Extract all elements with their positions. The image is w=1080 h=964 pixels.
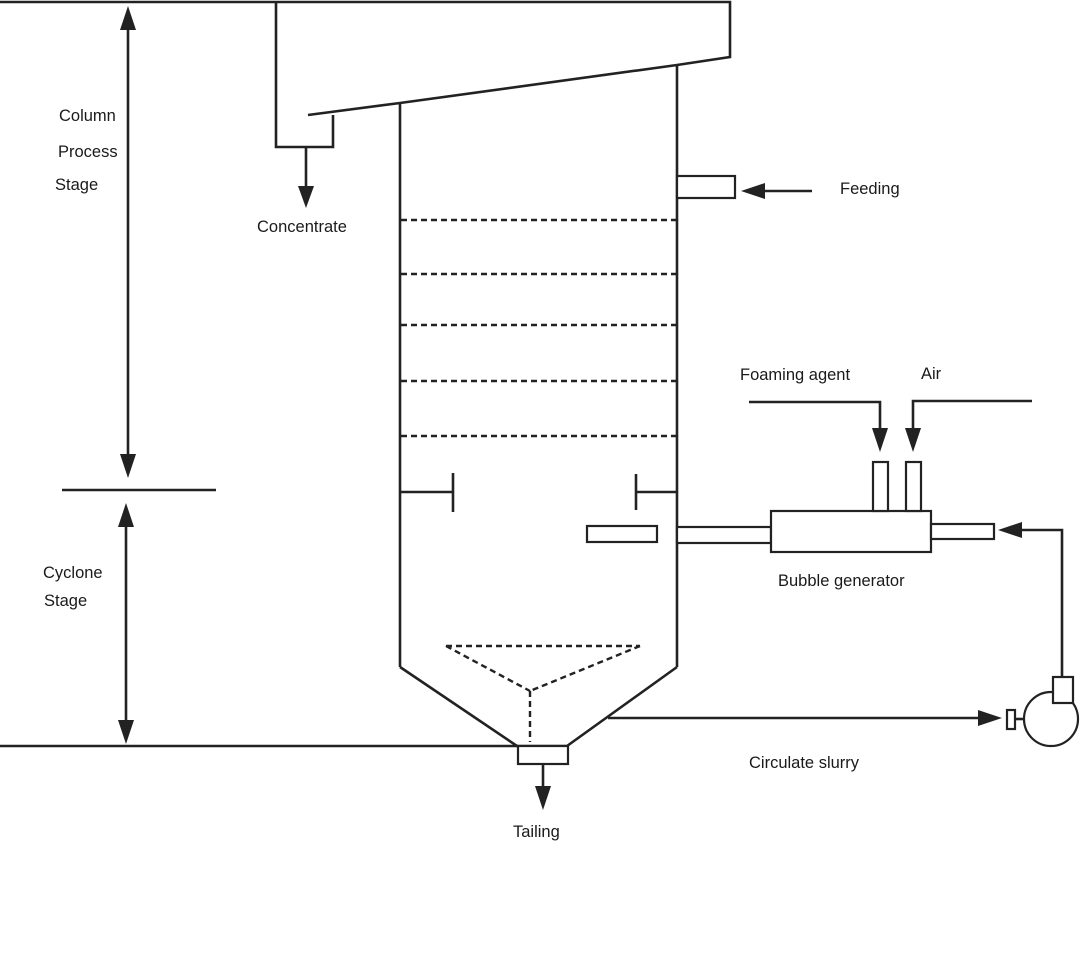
column-stage-label-line1: Column (59, 107, 116, 125)
concentrate-arrow (298, 147, 314, 208)
circulation-pump (1005, 675, 1080, 748)
feed-inlet (675, 174, 812, 200)
column-plates (401, 218, 676, 438)
tailing-outlet (516, 744, 570, 810)
cyclone-stage-label-line2: Stage (44, 592, 87, 610)
inner-cone (445, 644, 641, 742)
circulation-loop (608, 522, 1064, 726)
foaming-agent-line (749, 400, 888, 452)
cyclone-stage-dimension (118, 503, 134, 744)
concentrate-launder (274, 0, 732, 149)
concentrate-label: Concentrate (257, 218, 347, 236)
cyclone-stage-label-line1: Cyclone (43, 564, 103, 582)
air-line (905, 399, 1032, 452)
column-stage-label-line2: Process (58, 143, 118, 161)
circulate-slurry-label: Circulate slurry (749, 754, 860, 772)
air-label: Air (921, 365, 942, 383)
column-stage-label-line3: Stage (55, 176, 98, 194)
column-stage-dimension (120, 6, 136, 478)
bubble-generator-label: Bubble generator (778, 572, 905, 590)
bubble-generator-unit (675, 460, 996, 554)
feeding-label: Feeding (840, 180, 900, 198)
injection-nozzle (585, 524, 659, 544)
baffles (400, 473, 677, 512)
tailing-label: Tailing (513, 823, 560, 841)
flotation-column (398, 65, 679, 748)
foaming-agent-label: Foaming agent (740, 366, 850, 384)
